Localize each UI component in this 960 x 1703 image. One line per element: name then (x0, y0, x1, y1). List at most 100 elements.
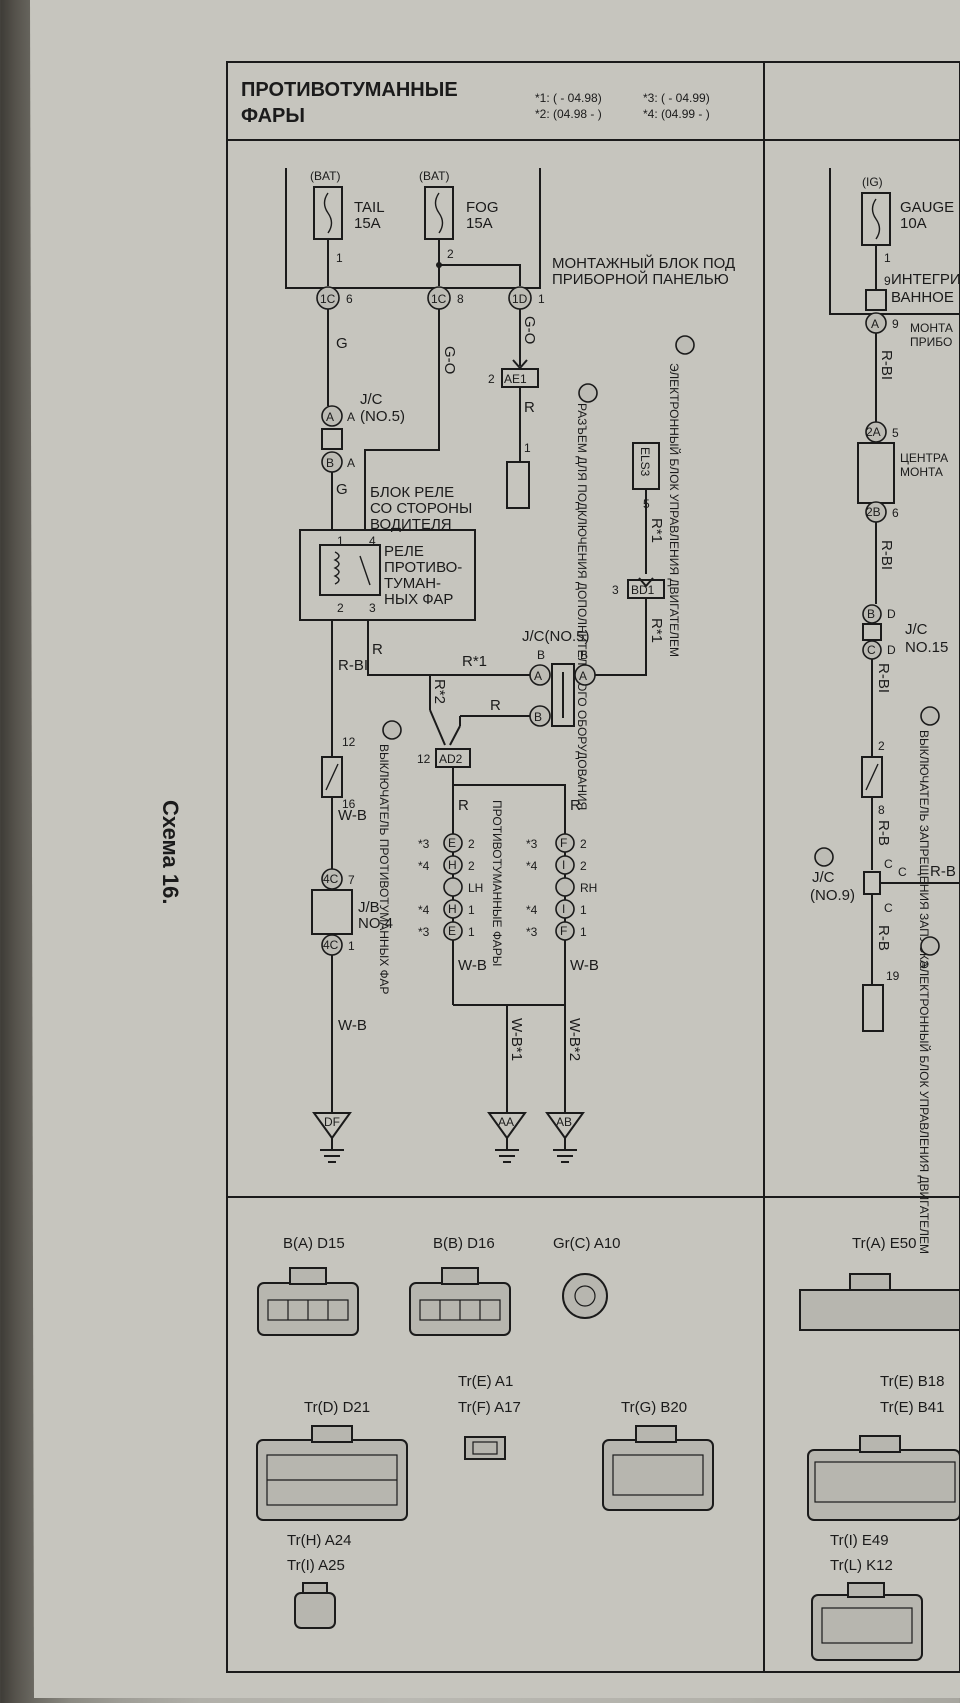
relay-block-line1: БЛОК РЕЛЕ (370, 484, 454, 501)
junction-block-outline (285, 168, 541, 289)
connector-1d-pin: 1 (538, 292, 545, 306)
aux-connector-c (506, 461, 530, 509)
right-wire-label-rbl-3: R-BI (875, 663, 892, 693)
b20-pins (612, 1454, 704, 1496)
right-pin-2b-num: 6 (892, 506, 899, 520)
k12-pins (821, 1607, 913, 1644)
wire-r-to-ad2 (449, 725, 461, 746)
rh-num-f1: 1 (580, 925, 587, 939)
junction-block-line1: МОНТАЖНЫЙ БЛОК ПОД (552, 254, 735, 272)
tail-fuse-name: TAIL (354, 199, 385, 216)
ecu-f-connector (862, 984, 884, 1032)
relay-out-wire-r (367, 620, 535, 676)
jc5b-pin-a-left-letter: A (534, 669, 542, 683)
rh-note-i2: *4 (526, 859, 538, 873)
wire-label-r1-b: R*1 (648, 618, 665, 643)
legend-item-3: Tr(A) E50 (852, 1235, 916, 1252)
fog-switch-contact (325, 763, 339, 791)
relay-coil (333, 551, 340, 585)
wire-label-g-1: G (336, 335, 348, 352)
rh-num-i2: 2 (580, 859, 587, 873)
connector-1c-fog-pin: 8 (457, 292, 464, 306)
jc15-number: NO.15 (905, 639, 948, 656)
relay-label-4: НЫХ ФАР (384, 591, 453, 608)
b20-latch (635, 1425, 677, 1443)
lh-pin-e1-letter: E (448, 924, 456, 938)
aux-pin-1: 1 (524, 441, 531, 455)
lh-pin-h1-letter: H (448, 902, 457, 916)
relay-contact (359, 555, 371, 586)
right-block-outline (829, 168, 960, 315)
lamp-pin-rh: RH (580, 881, 597, 895)
wire-r2-to-ad2 (429, 709, 446, 746)
lh-note-e1: *3 (418, 925, 430, 939)
start-lock-contact (865, 763, 879, 791)
connector-ad2-label: AD2 (439, 752, 463, 766)
wire-label-wb-1: W-B (338, 807, 367, 824)
gauge-pin-1: 1 (884, 251, 891, 265)
ground-df-label: DF (324, 1115, 340, 1129)
bd1-pin: 3 (612, 583, 619, 597)
right-wire-label-rbl-2: R-BI (878, 540, 895, 570)
paper-sheet (30, 0, 960, 1698)
ae1-pin: 2 (488, 372, 495, 386)
right-wire-label-rb-3: R-B (875, 925, 892, 951)
switch-d-badge (382, 720, 402, 740)
ground-aa: AA (487, 1112, 527, 1163)
title-line2: ФАРЫ (241, 105, 305, 127)
ground-aa-triangle (487, 1112, 527, 1140)
jc5-pin-a (321, 405, 343, 427)
connector-drawing-a24 (294, 1582, 336, 1629)
jc5b-body (551, 663, 575, 727)
right-mount-2: ПРИБО (910, 335, 952, 349)
jc5-pin-a-letter: A (326, 410, 334, 424)
lh-pin-e2 (443, 833, 463, 853)
wire-label-wb-rh: W-B (570, 957, 599, 974)
legend-item-4: Tr(E) A1 (458, 1373, 513, 1390)
start-lock-pin-8: 8 (878, 803, 885, 817)
rh-pin-i1-letter: I (562, 902, 565, 916)
rh-num-f2: 2 (580, 837, 587, 851)
diagram-frame (226, 61, 960, 1673)
lh-num-e2: 2 (468, 837, 475, 851)
rh-pin-i2-letter: I (562, 858, 565, 872)
legend-item-5: Tr(F) A17 (458, 1399, 521, 1416)
a24-latch (302, 1582, 328, 1594)
wire-label-r-aux: R (524, 399, 535, 416)
jc15-pin-c-letter: C (867, 643, 876, 657)
rh-pin-i1 (555, 899, 575, 919)
jc5b-pin-b1: B (537, 648, 545, 662)
jc15-label: J/C (905, 621, 928, 638)
connector-drawing-b20 (602, 1425, 714, 1511)
jc5-pin-b-letter: B (326, 456, 334, 470)
ground-aa-label: AA (498, 1115, 514, 1129)
junction-block-line2: ПРИБОРНОЙ ПАНЕЛЬЮ (552, 270, 729, 288)
lh-note-h1: *4 (418, 903, 430, 917)
wire-label-r-jc: R (490, 697, 501, 714)
right-mount-1: МОНТА (910, 321, 953, 335)
k12-latch (847, 1582, 885, 1598)
rh-pin-f2-letter: F (560, 836, 567, 850)
relay-pin-1: 1 (337, 534, 344, 548)
jc5b-pin-a-right-letter: A (579, 669, 587, 683)
legend-item-10: Tr(H) A24 (287, 1532, 351, 1549)
jc5-body (321, 428, 343, 450)
connector-drawing-d15 (257, 1267, 359, 1336)
legend-item-13: Tr(L) K12 (830, 1557, 893, 1574)
k12-body (811, 1594, 923, 1661)
wire-label-wb-2: W-B (338, 1017, 367, 1034)
relay-block-line2: СО СТОРОНЫ (370, 500, 472, 517)
lamps-label: ПРОТИВОТУМАННЫЕ ФАРЫ (490, 800, 504, 966)
connector-1c-tail-pin: 6 (346, 292, 353, 306)
note-3: *3: ( - 04.99) (643, 91, 710, 105)
legend-item-12: Tr(I) E49 (830, 1532, 889, 1549)
jc9-label: J/C (812, 869, 835, 886)
rh-pin-i2 (555, 855, 575, 875)
right-wire-label-rbl-1: R-BI (878, 350, 895, 380)
tail-fuse-source: (BAT) (310, 169, 340, 183)
d21-latch (311, 1425, 353, 1443)
gauge-pin-9: 9 (884, 274, 891, 288)
right-central-1: ЦЕНТРА (900, 451, 948, 465)
